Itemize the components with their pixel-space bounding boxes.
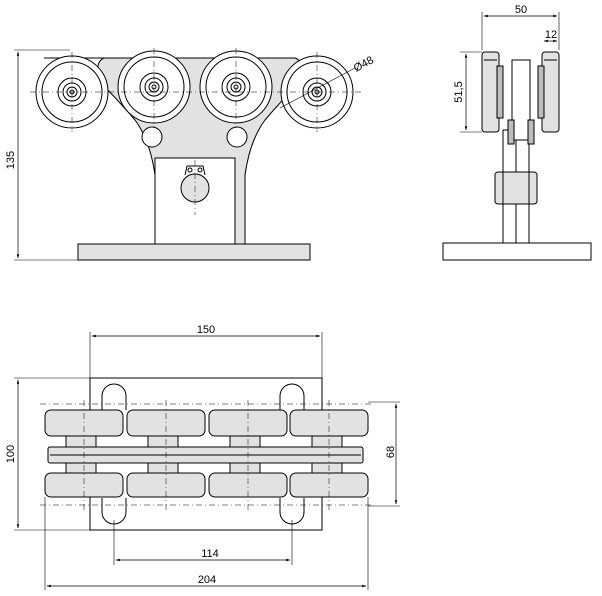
- front-hole-left: [141, 126, 163, 148]
- front-height-label: 135: [5, 151, 17, 169]
- top-plate-width-label: 150: [197, 324, 215, 336]
- side-wheel-width-label: 12: [545, 29, 557, 41]
- top-slot-tr: [279, 383, 305, 410]
- side-view: 50 12 51,5: [442, 4, 592, 261]
- top-view: 150 100 68 114 204: [5, 324, 400, 590]
- top-height-label: 100: [5, 445, 17, 463]
- side-wheel-height-label: 51,5: [453, 81, 465, 102]
- total-length-label: 204: [198, 574, 216, 586]
- wheel-diameter-label: Ø48: [352, 54, 376, 74]
- top-wheel-depth-label: 68: [385, 446, 397, 458]
- side-width-label: 50: [515, 4, 527, 16]
- side-wheel-right: [541, 51, 560, 133]
- front-base-plate: [77, 243, 311, 261]
- diameter-leader: [279, 67, 356, 109]
- side-base-plate: [442, 242, 592, 261]
- side-bolt-block: [494, 171, 538, 205]
- top-slot-tl: [101, 383, 127, 410]
- side-wheel-left: [481, 51, 500, 133]
- slot-spacing-label: 114: [201, 548, 219, 560]
- front-view: Ø48 135: [5, 48, 376, 261]
- front-hole-right: [226, 126, 248, 148]
- side-axle: [511, 59, 531, 141]
